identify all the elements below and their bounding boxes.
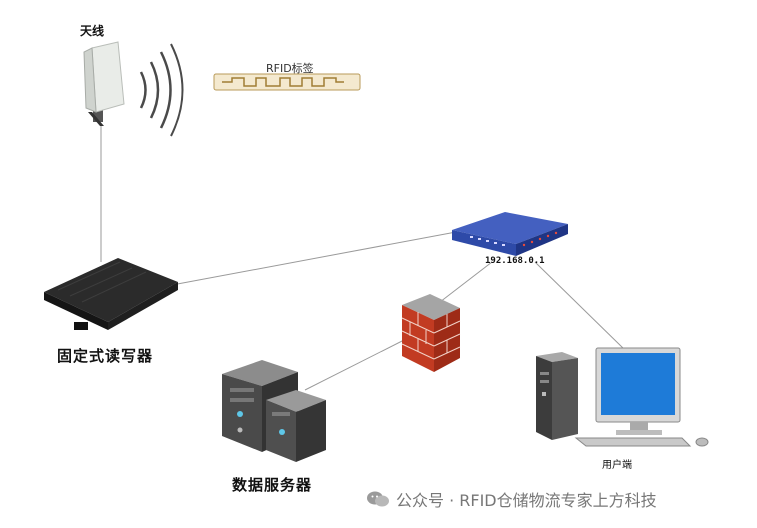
watermark-text: 公众号 · RFID仓储物流专家上方科技	[396, 491, 657, 510]
user-terminal-label: 用户端	[602, 460, 632, 471]
line-router-firewall	[439, 261, 493, 303]
wechat-icon	[367, 491, 389, 507]
firewall-icon	[401, 294, 461, 372]
line-firewall-server	[304, 337, 409, 391]
data-server-label: 数据服务器	[232, 476, 313, 494]
antenna-label: 天线	[80, 24, 105, 38]
antenna-icon	[83, 41, 184, 137]
watermark: 公众号 · RFID仓储物流专家上方科技	[366, 487, 657, 511]
rfid-tag-label: RFID标签	[266, 62, 314, 75]
line-router-user	[534, 261, 626, 351]
data-server-icon	[222, 360, 326, 462]
fixed-reader-label: 固定式读写器	[57, 347, 154, 365]
rfid-tag-icon	[213, 73, 361, 91]
user-terminal-icon	[536, 347, 709, 447]
fixed-reader-icon	[44, 258, 178, 330]
line-reader-router	[171, 231, 457, 286]
router-icon	[452, 212, 568, 256]
connection-lines	[100, 125, 626, 391]
router-ip-label: 192.168.0.1	[485, 256, 545, 266]
